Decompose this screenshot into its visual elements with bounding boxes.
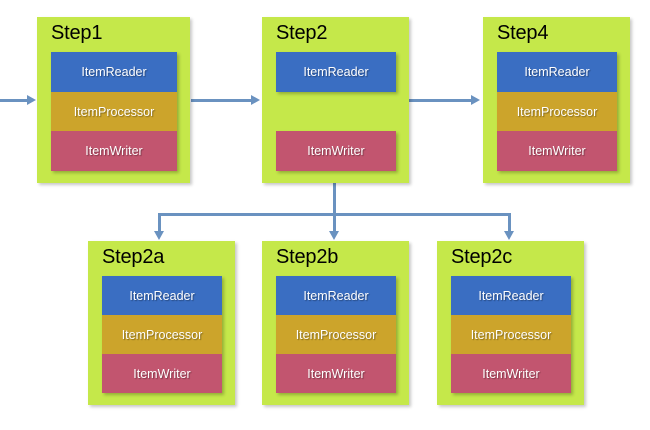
step-component-stack-step2b: ItemReader ItemProcessor ItemWriter [276, 276, 396, 393]
item-processor-block-step2c[interactable]: ItemProcessor [451, 315, 571, 354]
item-reader-block-step2[interactable]: ItemReader [276, 52, 396, 92]
connector-step2-to-step4-line [409, 99, 471, 102]
step-box-step1[interactable]: Step1 ItemReader ItemProcessor ItemWrite… [37, 17, 190, 183]
connector-step2-to-step4-arrowhead [471, 95, 480, 105]
item-reader-block-step2c[interactable]: ItemReader [451, 276, 571, 315]
step-title-step2: Step2 [276, 22, 328, 44]
item-reader-block-step1[interactable]: ItemReader [51, 52, 177, 92]
connector-step2-to-step2a-line [158, 213, 161, 231]
item-writer-block-step1[interactable]: ItemWriter [51, 131, 177, 172]
step-box-step2[interactable]: Step2 ItemReader ItemWriter [262, 17, 409, 183]
item-reader-block-step4[interactable]: ItemReader [497, 52, 617, 92]
step-box-step2c[interactable]: Step2c ItemReader ItemProcessor ItemWrit… [437, 241, 584, 405]
item-writer-block-step2a[interactable]: ItemWriter [102, 354, 222, 393]
connector-entry-to-step1-line [0, 99, 27, 102]
item-reader-block-step2a[interactable]: ItemReader [102, 276, 222, 315]
connector-entry-to-step1-arrowhead [27, 95, 36, 105]
step-title-step4: Step4 [497, 22, 549, 44]
item-processor-block-step1[interactable]: ItemProcessor [51, 91, 177, 132]
step-component-stack-step1: ItemReader ItemProcessor ItemWriter [51, 52, 177, 172]
step-component-stack-step4: ItemReader ItemProcessor ItemWriter [497, 52, 617, 172]
step-box-step2b[interactable]: Step2b ItemReader ItemProcessor ItemWrit… [262, 241, 409, 405]
step-title-step1: Step1 [51, 22, 103, 44]
step-title-step2b: Step2b [276, 246, 339, 268]
step-component-stack-step2c: ItemReader ItemProcessor ItemWriter [451, 276, 571, 393]
connector-step1-to-step2-arrowhead [251, 95, 260, 105]
connector-step2-to-step2c-arrowhead [504, 231, 514, 240]
step-title-step2c: Step2c [451, 246, 513, 268]
item-processor-block-step4[interactable]: ItemProcessor [497, 91, 617, 132]
connector-split-bus-horizontal [158, 213, 511, 216]
step-component-stack-step2a: ItemReader ItemProcessor ItemWriter [102, 276, 222, 393]
item-processor-missing-gap-step2 [276, 92, 396, 132]
step-component-stack-step2: ItemReader ItemWriter [276, 52, 396, 172]
connector-step2-to-step2c-line [508, 213, 511, 231]
connector-step1-to-step2-line [191, 99, 251, 102]
item-writer-block-step2[interactable]: ItemWriter [276, 131, 396, 172]
item-writer-block-step2b[interactable]: ItemWriter [276, 354, 396, 393]
connector-step2-trunk-vertical [333, 183, 336, 231]
connector-step2-to-step2b-arrowhead [329, 231, 339, 240]
item-writer-block-step2c[interactable]: ItemWriter [451, 354, 571, 393]
connector-step2-to-step2a-arrowhead [154, 231, 164, 240]
item-writer-block-step4[interactable]: ItemWriter [497, 131, 617, 172]
step-box-step2a[interactable]: Step2a ItemReader ItemProcessor ItemWrit… [88, 241, 235, 405]
item-processor-block-step2b[interactable]: ItemProcessor [276, 315, 396, 354]
item-reader-block-step2b[interactable]: ItemReader [276, 276, 396, 315]
item-processor-block-step2a[interactable]: ItemProcessor [102, 315, 222, 354]
step-title-step2a: Step2a [102, 246, 165, 268]
step-box-step4[interactable]: Step4 ItemReader ItemProcessor ItemWrite… [483, 17, 630, 183]
